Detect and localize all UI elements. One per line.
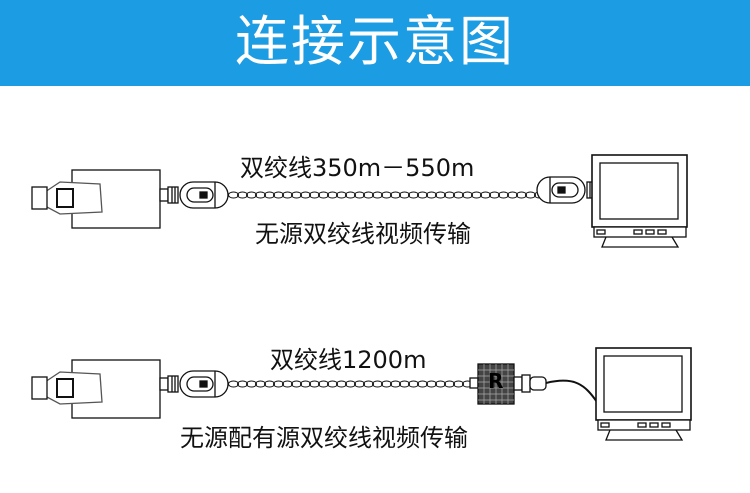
cable-twist: [381, 191, 392, 199]
cable-twist: [435, 191, 446, 199]
twisted-pair-cable: [228, 191, 545, 199]
cable-twist: [489, 191, 500, 199]
cable-twist: [327, 380, 338, 388]
cable-twist: [471, 191, 482, 199]
monitor-icon: [595, 347, 692, 441]
cable-twist: [318, 191, 329, 199]
cable-twist: [399, 191, 410, 199]
cable-twist: [228, 191, 239, 199]
cable-twist: [363, 191, 374, 199]
twisted-pair-cable: [228, 380, 473, 388]
cable-twist: [237, 191, 248, 199]
cable-twist: [516, 191, 527, 199]
cable-twist: [282, 191, 293, 199]
cable-twist: [228, 380, 239, 388]
cable-twist: [264, 380, 275, 388]
cable-twist: [390, 380, 401, 388]
transmitter-balun-icon: [159, 370, 229, 398]
cable-twist: [300, 191, 311, 199]
cable-twist: [462, 191, 473, 199]
cable-twist: [354, 380, 365, 388]
cable-twist: [417, 191, 428, 199]
cable-twist: [291, 380, 302, 388]
cable-twist: [237, 380, 248, 388]
cable-twist: [435, 380, 446, 388]
cable-twist: [354, 191, 365, 199]
cable-twist: [444, 191, 455, 199]
camera-icon: [31, 169, 161, 229]
cable-twist: [507, 191, 518, 199]
cable-twist: [273, 191, 284, 199]
cable-twist: [273, 380, 284, 388]
cable-twist: [309, 380, 320, 388]
passive-distance-label: 双绞线350m－550m: [240, 154, 475, 182]
cable-twist: [453, 380, 464, 388]
cable-twist: [309, 191, 320, 199]
cable-twist: [417, 380, 428, 388]
page-title: 连接示意图: [235, 10, 515, 73]
cable-twist: [525, 191, 536, 199]
cable-twist: [255, 380, 266, 388]
cable-twist: [426, 191, 437, 199]
active-receiver-icon: [469, 363, 598, 405]
active-description: 无源配有源双绞线视频传输: [180, 424, 468, 452]
cable-twist: [282, 380, 293, 388]
cable-twist: [246, 380, 257, 388]
cable-twist: [336, 380, 347, 388]
cable-twist: [480, 191, 491, 199]
cable-twist: [345, 191, 356, 199]
receiver-label: R: [488, 369, 504, 393]
cable-twist: [426, 380, 437, 388]
cable-twist: [336, 191, 347, 199]
cable-twist: [318, 380, 329, 388]
cable-twist: [408, 191, 419, 199]
cable-twist: [300, 380, 311, 388]
cable-twist: [408, 380, 419, 388]
cable-twist: [390, 191, 401, 199]
passive-description: 无源双绞线视频传输: [255, 220, 471, 248]
cable-twist: [372, 191, 383, 199]
cable-twist: [246, 191, 257, 199]
monitor-icon: [591, 154, 688, 248]
cable-twist: [264, 191, 275, 199]
camera-icon: [31, 359, 161, 419]
cable-twist: [498, 191, 509, 199]
cable-twist: [255, 191, 266, 199]
cable-twist: [291, 191, 302, 199]
cable-twist: [453, 191, 464, 199]
cable-twist: [372, 380, 383, 388]
active-distance-label: 双绞线1200m: [270, 346, 427, 374]
cable-twist: [399, 380, 410, 388]
cable-twist: [444, 380, 455, 388]
cable-twist: [381, 380, 392, 388]
header-banner: 连接示意图: [0, 0, 750, 86]
transmitter-balun-icon: [159, 181, 229, 209]
cable-twist: [327, 191, 338, 199]
cable-twist: [345, 380, 356, 388]
cable-twist: [363, 380, 374, 388]
